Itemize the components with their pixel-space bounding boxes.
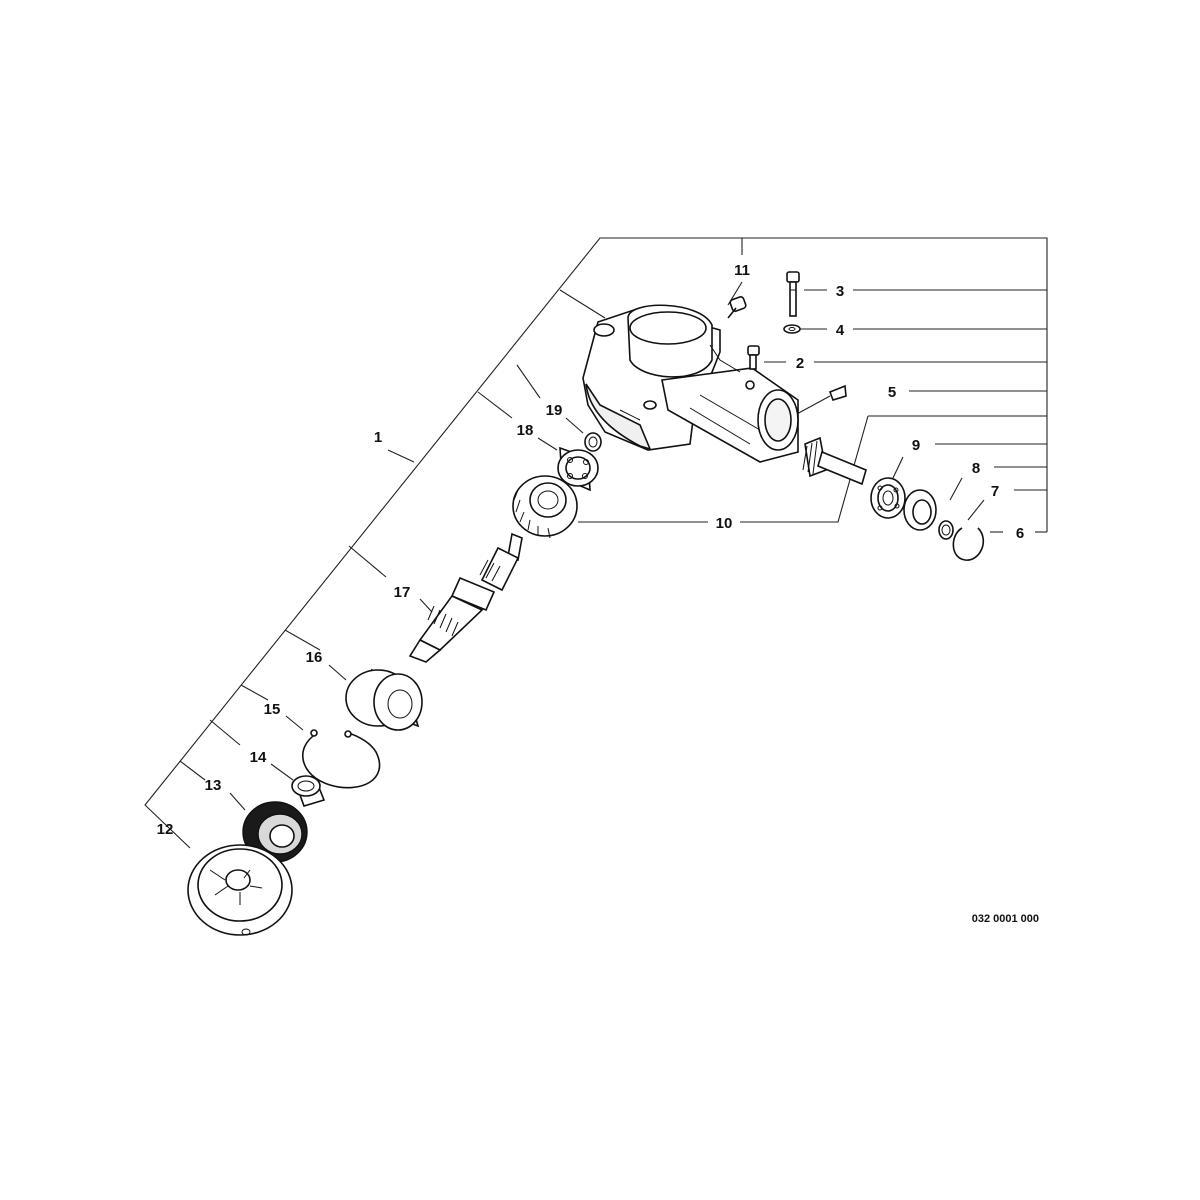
gear-housing-part	[582, 304, 799, 463]
clip-part-5	[828, 384, 847, 401]
pinion-shaft-part-10	[802, 436, 867, 486]
callout-label-17: 17	[394, 584, 411, 601]
output-shaft-part-17	[408, 532, 523, 663]
bearing-part-16	[345, 668, 423, 731]
drawing-code: 032 0001 000	[972, 913, 1039, 925]
callout-label-1: 1	[374, 429, 382, 446]
circlip-part-15	[301, 729, 381, 789]
washer-part-4	[783, 324, 801, 334]
callout-label-8: 8	[972, 460, 980, 477]
callout-label-2: 2	[796, 355, 804, 372]
leader-lines	[144, 237, 1048, 849]
bushing-part-14	[291, 775, 326, 807]
bevel-gear-part	[512, 475, 578, 539]
callout-label-5: 5	[888, 384, 896, 401]
bolt-part-11	[727, 296, 747, 319]
circlip-part-6	[952, 527, 984, 561]
callout-label-12: 12	[157, 821, 174, 838]
oil-seal-part-13	[242, 801, 308, 863]
callout-label-19: 19	[546, 402, 563, 419]
callout-label-14: 14	[250, 749, 267, 766]
washer-part-19	[584, 432, 602, 452]
callout-label-7: 7	[991, 483, 999, 500]
ring-part-7	[938, 520, 954, 540]
callout-label-18: 18	[517, 422, 534, 439]
callout-labels: 1 2 3 4 5 6 7 8 9 10 11 12 13 14 15 16 1…	[157, 262, 1025, 838]
callout-label-10: 10	[716, 515, 733, 532]
bearing-part-9	[870, 477, 906, 519]
callout-label-4: 4	[836, 322, 845, 339]
screw-part-3	[786, 271, 800, 317]
cover-part-12	[187, 844, 293, 936]
callout-label-13: 13	[205, 777, 222, 794]
callout-label-15: 15	[264, 701, 281, 718]
bearing-part-18	[557, 446, 599, 492]
callout-label-6: 6	[1016, 525, 1024, 542]
bearing-part-8	[903, 489, 937, 531]
callout-label-16: 16	[306, 649, 323, 666]
callout-label-11: 11	[734, 262, 750, 279]
screw-part-2	[747, 345, 760, 370]
callout-label-9: 9	[912, 437, 920, 454]
callout-label-3: 3	[836, 283, 844, 300]
